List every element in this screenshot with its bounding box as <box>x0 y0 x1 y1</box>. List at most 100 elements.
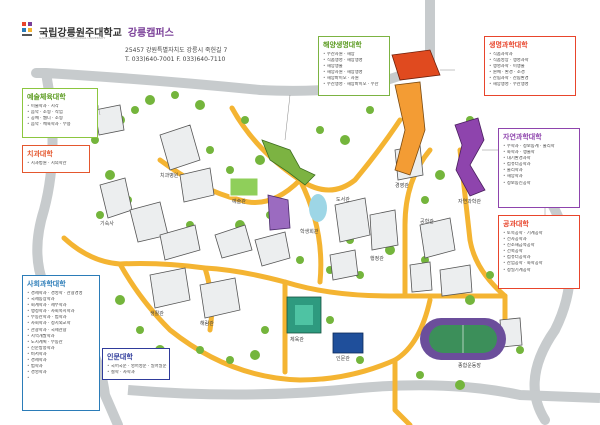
department-item: 정밀기계공학 <box>503 268 579 274</box>
ring-road <box>31 0 575 425</box>
department-item: 음악 · 체육학과 · 무용 <box>27 122 97 128</box>
department-item: 원예 · 환경 · 조경 <box>489 70 575 76</box>
panel-humanities-college[interactable]: 인문대학 국어국문 · 영어영문 · 일어일문 철학 · 사학과 <box>102 348 170 380</box>
department-item: 식품과학과 <box>489 52 575 58</box>
department-item: 회계학과 · 세무학과 <box>27 303 99 309</box>
building-label[interactable]: 경영관 <box>395 183 409 189</box>
campus-name: 강릉캠퍼스 <box>127 28 174 39</box>
department-item: 생명과학 · 미생물 <box>489 64 575 70</box>
department-item: 공예 · 웹디 · 조형 <box>27 116 97 122</box>
department-item: 수산자원 · 해양 <box>323 52 389 58</box>
department-list: 수학과 · 정보통계 · 물리학 화학과 · 생물학 대기환경과학 컴퓨터공학과… <box>499 144 579 187</box>
address-text: 25457 강원특별자치도 강릉시 죽헌길 7 <box>125 47 228 54</box>
department-item: 산업공학 · 화학공학 <box>503 261 579 267</box>
department-item: 해양바이오 · 자원 <box>323 76 389 82</box>
department-item: 식품영양 · 생명과학 <box>489 58 575 64</box>
department-item: 치과병원 · 치의학관 <box>27 161 89 167</box>
department-item: 산림과학 · 산림환경 <box>489 76 575 82</box>
panel-marine-college[interactable]: 해양생명대학 수산자원 · 해양 식품생명 · 해양생명 해양생물 해양자원 ·… <box>318 36 390 96</box>
department-list: 식품과학과 식품영양 · 생명과학 생명과학 · 미생물 원예 · 환경 · 조… <box>485 52 575 89</box>
department-item: 해양학과 <box>503 174 579 180</box>
department-item: 경제학과 <box>27 358 99 364</box>
life-building <box>391 49 441 81</box>
department-item: 해양생물 <box>323 64 389 70</box>
road-bottom <box>127 380 600 403</box>
building-label[interactable]: 학생회관 <box>300 229 319 235</box>
panel-title: 해양생명대학 <box>323 41 362 49</box>
panel-social-college[interactable]: 사회과학대학 경제학과 · 경영학 · 관광경영 국제통상학과 회계학과 · 세… <box>22 275 100 411</box>
building-label[interactable]: 공학관 <box>420 219 434 225</box>
phone-text: T. 033)640-7001 F. 033)640-7110 <box>125 56 226 63</box>
building-label[interactable]: 치과병원 <box>160 173 179 179</box>
department-item: 부동산학과 · 법학과 <box>27 315 99 321</box>
building-label[interactable]: 인문관 <box>336 356 350 362</box>
department-item: 경영학과 <box>27 370 99 376</box>
department-item: 미술학과 · 시각 <box>27 104 97 110</box>
panel-dental-college[interactable]: 치과대학 치과병원 · 치의학관 <box>22 145 90 173</box>
department-item: 철학 · 사학과 <box>107 370 169 376</box>
department-item: 신소재금속공학 <box>503 243 579 249</box>
pond <box>309 194 327 222</box>
department-list: 국어국문 · 영어영문 · 일어일문 철학 · 사학과 <box>103 364 169 376</box>
department-item: 지역개발학과 <box>27 334 99 340</box>
department-item: 컴퓨터공학과 <box>503 162 579 168</box>
building-label[interactable]: 기숙사 <box>100 221 114 227</box>
university-logo-icon <box>22 22 32 36</box>
department-item: 음악 · 조형 · 작업 <box>27 110 97 116</box>
building-label[interactable]: 체육관 <box>290 337 304 343</box>
department-item: 해양자원 · 해양생명 <box>323 70 389 76</box>
panel-title: 사회과학대학 <box>27 280 66 288</box>
building-label[interactable]: 해람관 <box>200 321 214 327</box>
department-item: 관광학과 · 국제관광 <box>27 328 99 334</box>
department-item: 식품생명 · 해양생명 <box>323 58 389 64</box>
panel-title: 인문대학 <box>107 353 133 361</box>
university-english-name: GANGNEUNG-WONJU NATIONAL UNIVERSITY <box>39 36 106 40</box>
building-label[interactable]: 자연과학관 <box>458 199 482 205</box>
department-list: 미술학과 · 시각 음악 · 조형 · 작업 공예 · 웹디 · 조형 음악 ·… <box>23 104 97 128</box>
department-item: 수산생명 · 해양바이오 · 수산 <box>323 82 389 88</box>
department-item: 수학과 · 정보통계 · 물리학 <box>503 144 579 150</box>
marine-building <box>261 139 316 186</box>
department-item: 경제학과 · 경영학 · 관광경영 <box>27 291 99 297</box>
building-label[interactable]: 도서관 <box>336 197 350 203</box>
department-item <box>27 376 99 382</box>
panel-title: 예술체육대학 <box>27 93 66 101</box>
department-item: 사회학과 · 정치외교학 <box>27 321 99 327</box>
university-name: 국립강릉원주대학교 <box>39 28 122 39</box>
gym-field <box>295 305 313 325</box>
department-item: 전자공학과 <box>503 237 579 243</box>
department-item: 토목공학 · 기계공학 <box>503 231 579 237</box>
campus-roads <box>61 105 508 425</box>
department-item: 화학과 · 생물학 <box>503 150 579 156</box>
building-label[interactable]: 예술관 <box>232 199 246 205</box>
building-label[interactable]: 생활관 <box>150 311 164 317</box>
panel-life-college[interactable]: 생명과학대학 식품과학과 식품영양 · 생명과학 생명과학 · 미생물 원예 ·… <box>484 36 576 96</box>
page-title: 국립강릉원주대학교 강릉캠퍼스 <box>39 24 174 39</box>
department-item: 국어국문 · 영어영문 · 일어일문 <box>107 364 169 370</box>
department-item: 대기환경과학 <box>503 156 579 162</box>
panel-title: 생명과학대학 <box>489 41 528 49</box>
running-track <box>420 318 506 360</box>
department-item: 비서학과 <box>27 352 99 358</box>
nature-building <box>454 117 486 197</box>
department-item: 물리학과 <box>503 168 579 174</box>
soccer-field <box>229 177 259 197</box>
department-item: 법학과 <box>27 364 99 370</box>
panel-engineering-college[interactable]: 공과대학 토목공학 · 기계공학 전자공학과 신소재금속공학 건축공학 컴퓨터공… <box>498 215 580 289</box>
building-label[interactable]: 종합운동장 <box>458 363 482 369</box>
panel-title: 공과대학 <box>503 220 529 228</box>
department-item: 건축공학 <box>503 249 579 255</box>
panel-nature-college[interactable]: 자연과학대학 수학과 · 정보통계 · 물리학 화학과 · 생물학 대기환경과학… <box>498 128 580 208</box>
panel-title: 자연과학대학 <box>503 133 542 141</box>
arts-building <box>267 194 291 231</box>
panel-title: 치과대학 <box>27 150 53 158</box>
building-label[interactable]: 행정관 <box>370 256 384 262</box>
department-item: 컴퓨터공학과 <box>503 255 579 261</box>
department-item: 도시계획 · 부동산 <box>27 340 99 346</box>
department-item: 행정학과 · 사회복지학과 <box>27 309 99 315</box>
department-item: 정보통신공학 <box>503 181 579 187</box>
panel-arts-college[interactable]: 예술체육대학 미술학과 · 시각 음악 · 조형 · 작업 공예 · 웹디 · … <box>22 88 98 138</box>
humanities-building <box>332 332 364 354</box>
